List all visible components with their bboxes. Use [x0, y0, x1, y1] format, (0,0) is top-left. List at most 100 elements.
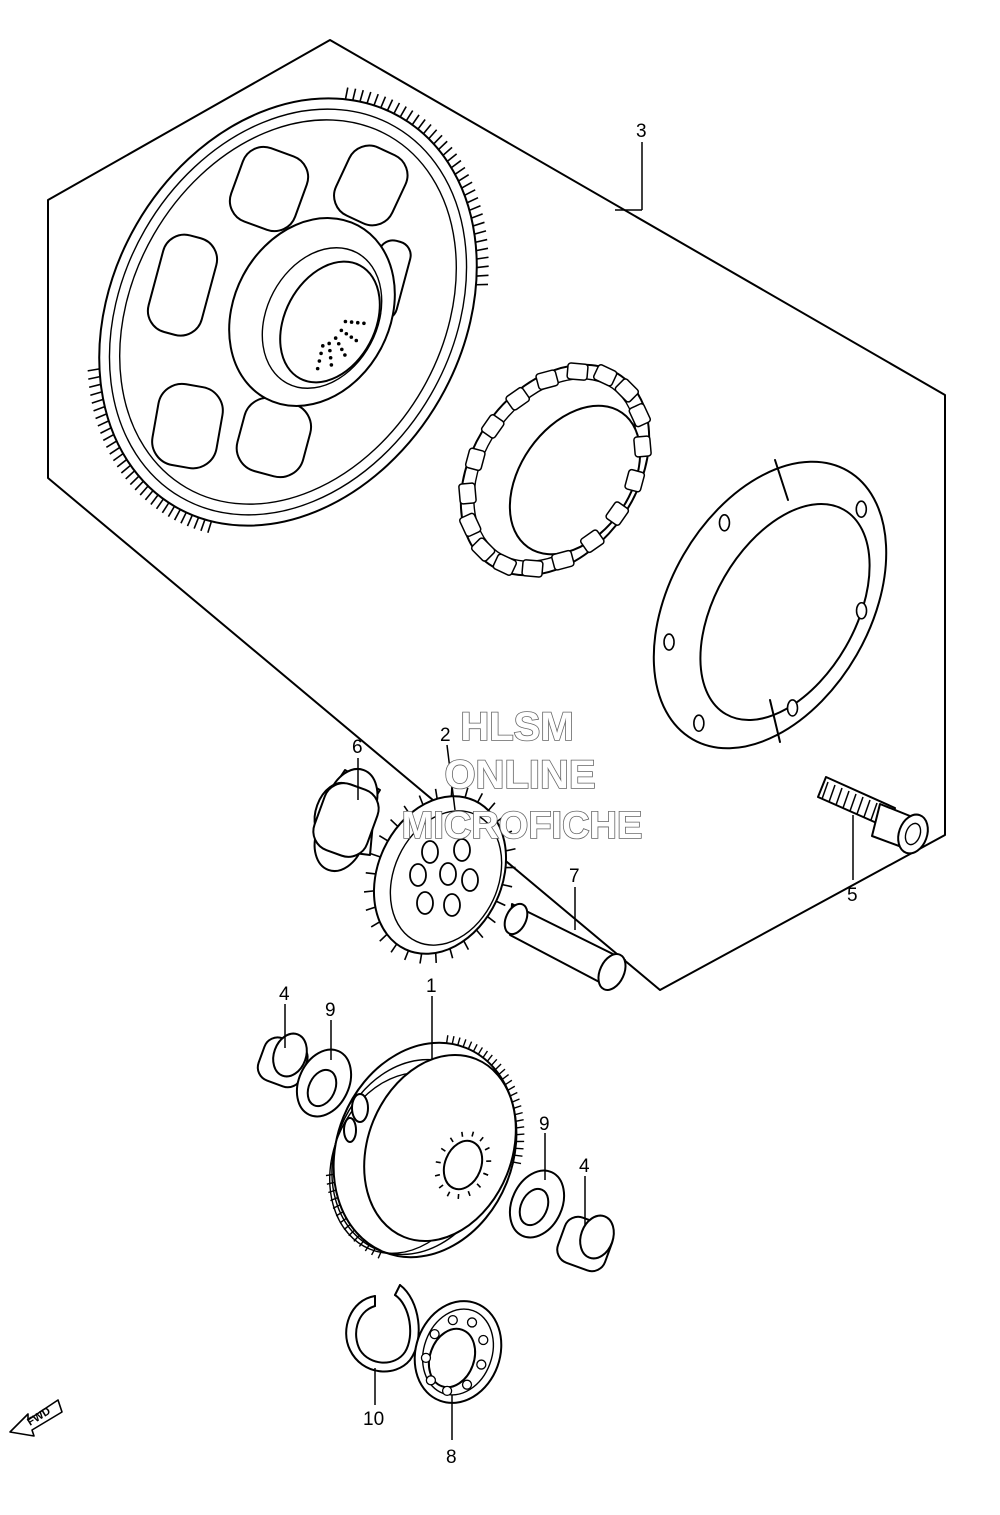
watermark-line-2: ONLINE: [444, 753, 595, 797]
gear-tooth: [461, 1131, 464, 1137]
gear-tooth: [373, 93, 379, 106]
bolt-thread: [821, 781, 829, 800]
bushing-6[interactable]: [306, 762, 386, 878]
starter-clutch-gear[interactable]: [24, 30, 552, 595]
gear-tooth: [100, 427, 112, 434]
ring-bolt-hole: [855, 601, 868, 620]
hub-oil-hole: [339, 328, 344, 333]
bolt-thread: [870, 802, 878, 821]
gear-tooth: [97, 420, 110, 427]
callout-8: 8: [446, 1447, 457, 1468]
gear-tooth: [200, 519, 206, 532]
sprag-block: [464, 447, 486, 472]
hub-oil-hole: [362, 321, 366, 326]
gear-tooth: [379, 933, 388, 942]
gear-tooth: [390, 943, 398, 953]
hub-oil-hole: [355, 320, 360, 325]
sprag-block: [535, 369, 559, 391]
gear-tooth: [483, 1172, 489, 1176]
gear-tooth: [434, 788, 438, 799]
gear-tooth: [403, 950, 410, 961]
gear-tooth: [440, 1147, 446, 1152]
gear-tooth: [450, 159, 462, 169]
bolt[interactable]: [817, 776, 933, 858]
gear-tooth: [446, 1191, 451, 1197]
gear-tooth: [88, 375, 101, 380]
washer-9-left[interactable]: [287, 1041, 362, 1126]
gear-tooth: [482, 1050, 489, 1058]
sprag-block: [566, 362, 589, 381]
sprag-block: [624, 468, 646, 493]
gear-tooth: [109, 446, 121, 455]
gear-tooth: [417, 119, 426, 130]
callout-7: 7: [569, 866, 580, 887]
gear-tooth: [120, 464, 132, 474]
idle-gear-hole: [439, 862, 457, 886]
circlip[interactable]: [345, 1284, 420, 1373]
shaft[interactable]: [500, 900, 631, 994]
gear-tooth: [464, 189, 476, 197]
sprag-block: [579, 529, 605, 554]
hub-oil-hole: [344, 331, 349, 336]
gear-tooth: [418, 795, 424, 806]
gear-tooth: [476, 247, 489, 252]
gear-tooth: [516, 1126, 525, 1129]
gear-tooth: [112, 452, 124, 462]
gear-tooth: [446, 153, 458, 163]
gear-tooth: [155, 498, 165, 510]
one-way-clutch[interactable]: [422, 329, 688, 611]
sprag-block: [605, 501, 630, 526]
gear-tooth: [449, 1137, 454, 1143]
idle-gear[interactable]: [349, 774, 531, 975]
gear-tooth: [370, 853, 381, 858]
ring-bolt-hole: [855, 500, 868, 518]
gear-tooth: [435, 1161, 441, 1164]
callout-3: 3: [636, 121, 647, 142]
gear-tooth: [476, 265, 489, 269]
gear-tooth: [442, 146, 453, 156]
gear-tooth: [513, 1105, 522, 1109]
bearing[interactable]: [401, 1289, 516, 1415]
gear-tooth: [502, 830, 513, 837]
gear-tooth: [91, 398, 104, 404]
gear-tooth: [393, 102, 401, 114]
hub-oil-hole: [336, 341, 341, 346]
gear-tooth: [359, 89, 365, 102]
gear-tooth: [422, 123, 432, 135]
idle-gear-hole: [409, 863, 427, 887]
starter-clutch-cover[interactable]: [302, 1015, 548, 1285]
gear-tooth: [507, 1085, 516, 1091]
gear-tooth: [411, 114, 420, 126]
washer-9-right[interactable]: [500, 1162, 575, 1247]
gear-tooth: [105, 440, 118, 448]
guide-ring[interactable]: [606, 421, 934, 789]
gear-tooth: [125, 470, 136, 480]
ring-bolt-hole: [718, 514, 731, 532]
gear-tooth: [386, 99, 394, 111]
gear-tooth: [458, 174, 470, 182]
gear-tooth: [445, 1035, 449, 1044]
bushing-4-right[interactable]: [553, 1211, 619, 1275]
gear-tooth: [438, 1184, 444, 1189]
gear-tooth: [509, 1091, 518, 1097]
bolt-thread: [849, 793, 857, 812]
watermark-line-1: HLSM: [460, 705, 573, 749]
gear-tooth: [419, 953, 423, 964]
hub-oil-hole: [349, 320, 354, 324]
gear-tooth: [405, 110, 414, 122]
callout-6: 6: [352, 737, 363, 758]
sprag-block: [458, 512, 482, 538]
gear-tooth: [467, 1190, 471, 1197]
sprag-block: [458, 482, 477, 505]
gear-tooth: [476, 1183, 482, 1188]
callout-10: 10: [363, 1409, 384, 1430]
hub-oil-hole: [320, 344, 325, 348]
gear-tooth: [490, 1058, 498, 1066]
hub-oil-hole: [315, 366, 320, 371]
gear-tooth: [150, 494, 159, 505]
gear-tooth: [167, 505, 176, 518]
idle-gear-hole: [421, 840, 439, 864]
gear-tooth: [501, 1073, 510, 1080]
callout-5: 5: [847, 885, 858, 906]
